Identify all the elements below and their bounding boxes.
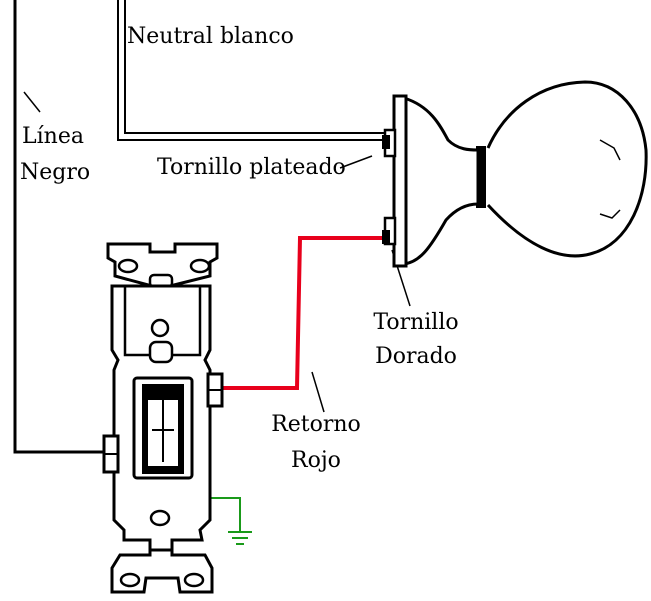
return-label-1: Retorno — [271, 412, 361, 437]
line-label-1: Línea — [22, 124, 84, 149]
neutral-wire — [117, 0, 388, 141]
ground-symbol-icon — [228, 531, 252, 545]
ground-wire — [205, 497, 241, 532]
silver-screw-label: Tornillo plateado — [157, 155, 346, 180]
return-wire — [218, 236, 388, 390]
gold-screw-label-2: Dorado — [375, 344, 457, 369]
gold-screw-label-1: Tornillo — [373, 310, 459, 335]
light-switch-icon — [102, 242, 224, 594]
line-label-2: Negro — [20, 160, 91, 185]
return-label-2: Rojo — [291, 448, 341, 473]
neutral-label: Neutral blanco — [127, 24, 294, 49]
line-wire — [13, 0, 108, 454]
light-bulb-icon — [382, 80, 648, 268]
